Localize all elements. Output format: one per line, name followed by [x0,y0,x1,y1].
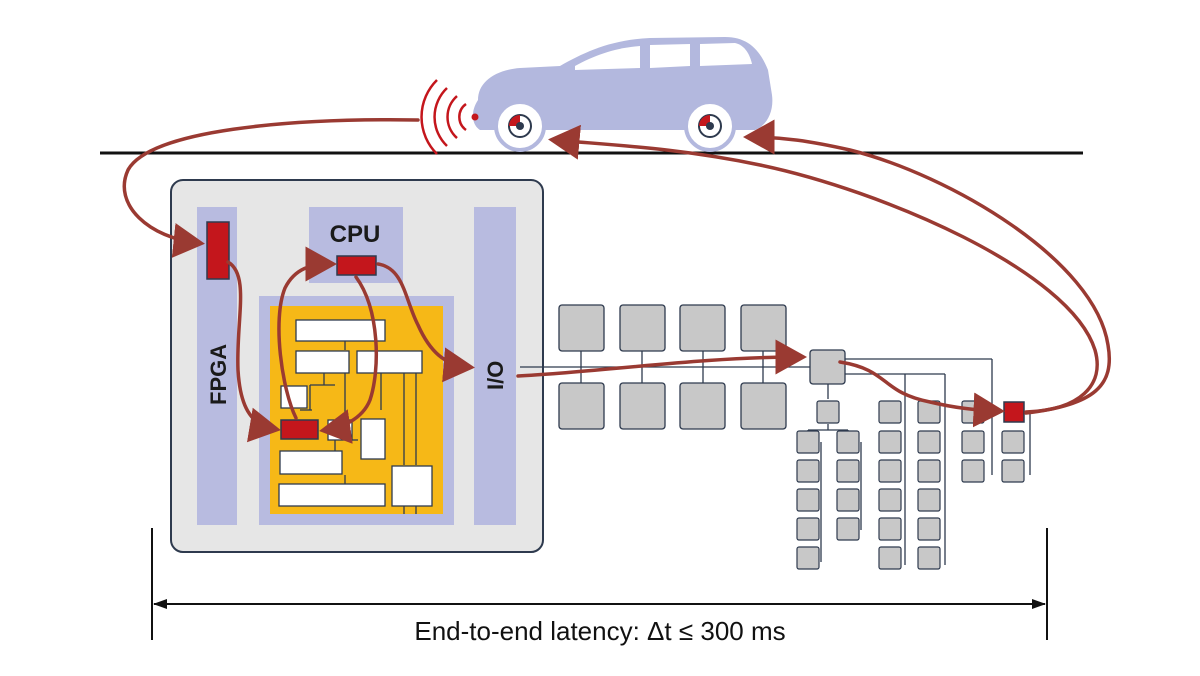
arrow-cpu-to-fabric [319,275,379,444]
arrow-switch-to-actuator [838,360,1005,428]
fpga-processing-block [206,221,230,280]
arrow-actuator-to-rear-wheel [743,119,1111,415]
radar-sensor-icon [420,79,479,155]
arrow-io-to-switch [516,339,807,378]
car-window-rear [700,43,752,66]
latency-caption: End-to-end latency: Δt ≤ 300 ms [414,616,785,646]
arrow-actuator-to-front-wheel [548,124,1099,414]
actuator-node-red [1003,401,1025,423]
network-small-nodes [796,400,1025,570]
io-bar [474,207,516,525]
cpu-label: CPU [330,221,381,248]
fpga-label: FPGA [206,344,231,405]
io-label: I/O [483,361,508,390]
car-window-mid [650,44,690,68]
network-links [520,351,1031,565]
arrow-fpga-to-fabric [226,260,281,443]
arrow-sensor-to-fpga [122,118,420,258]
cpu-processing-block [336,255,377,276]
arrow-cpu-to-io [376,262,475,383]
network-large-nodes [558,304,846,430]
data-flow-arrows [122,118,1111,444]
front-wheel [494,100,546,152]
arrow-fabric-to-cpu [277,246,337,420]
latency-dimension [151,528,1048,640]
rear-wheel [684,100,736,152]
car-window-front [575,46,640,70]
fabric-processing-block [280,419,319,440]
